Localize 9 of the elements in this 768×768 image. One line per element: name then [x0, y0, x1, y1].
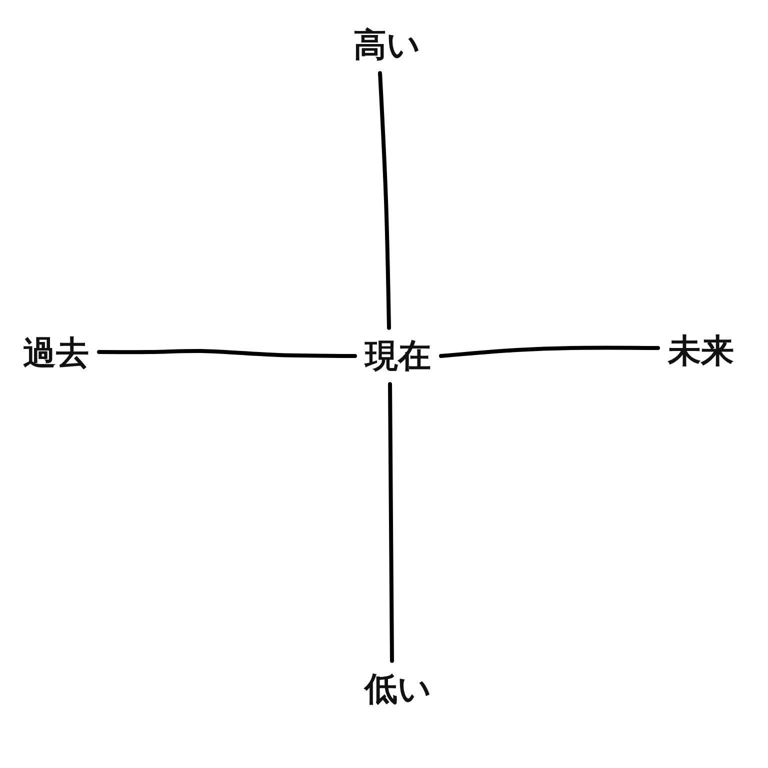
connector-line: [388, 382, 394, 663]
axis-label: 現在: [365, 338, 431, 374]
axis-label: 低い: [364, 670, 432, 708]
connector-line: [97, 348, 357, 358]
connector-line: [439, 346, 660, 358]
axis-label: 過去: [23, 334, 89, 372]
connector-line: [378, 71, 391, 330]
axis-label: 未来: [668, 332, 734, 370]
axis-label: 高い: [354, 26, 420, 64]
